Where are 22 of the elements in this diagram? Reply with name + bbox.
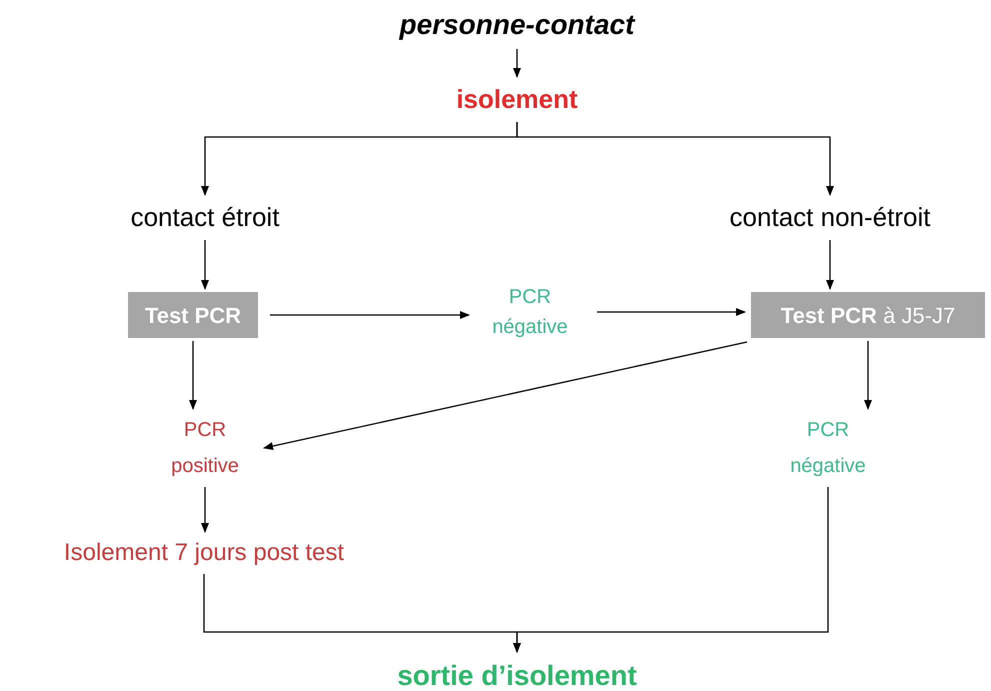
arrow [201, 487, 209, 533]
arrow [826, 240, 834, 290]
outcome-label: Isolement 7 jours post test [64, 535, 344, 571]
result-label: PCR négative [475, 282, 585, 342]
arrow [516, 122, 834, 196]
arrow [513, 487, 829, 653]
test-box: Test PCR [128, 292, 258, 338]
status-label: isolement [456, 80, 578, 119]
test-box: Test PCR à J5-J7 [751, 292, 985, 338]
arrow [189, 341, 197, 410]
arrow [201, 240, 209, 290]
arrow [270, 311, 470, 319]
arrow [513, 49, 521, 78]
arrow [597, 308, 746, 316]
result-label: PCR positive [150, 412, 260, 484]
category-label: contact non-étroit [730, 198, 930, 237]
arrow [864, 341, 872, 410]
start-label: personne-contact [400, 4, 634, 46]
result-label: PCR négative [773, 412, 883, 484]
category-label: contact étroit [130, 198, 280, 237]
arrow [263, 341, 748, 450]
end-label: sortie d’isolement [397, 655, 637, 691]
